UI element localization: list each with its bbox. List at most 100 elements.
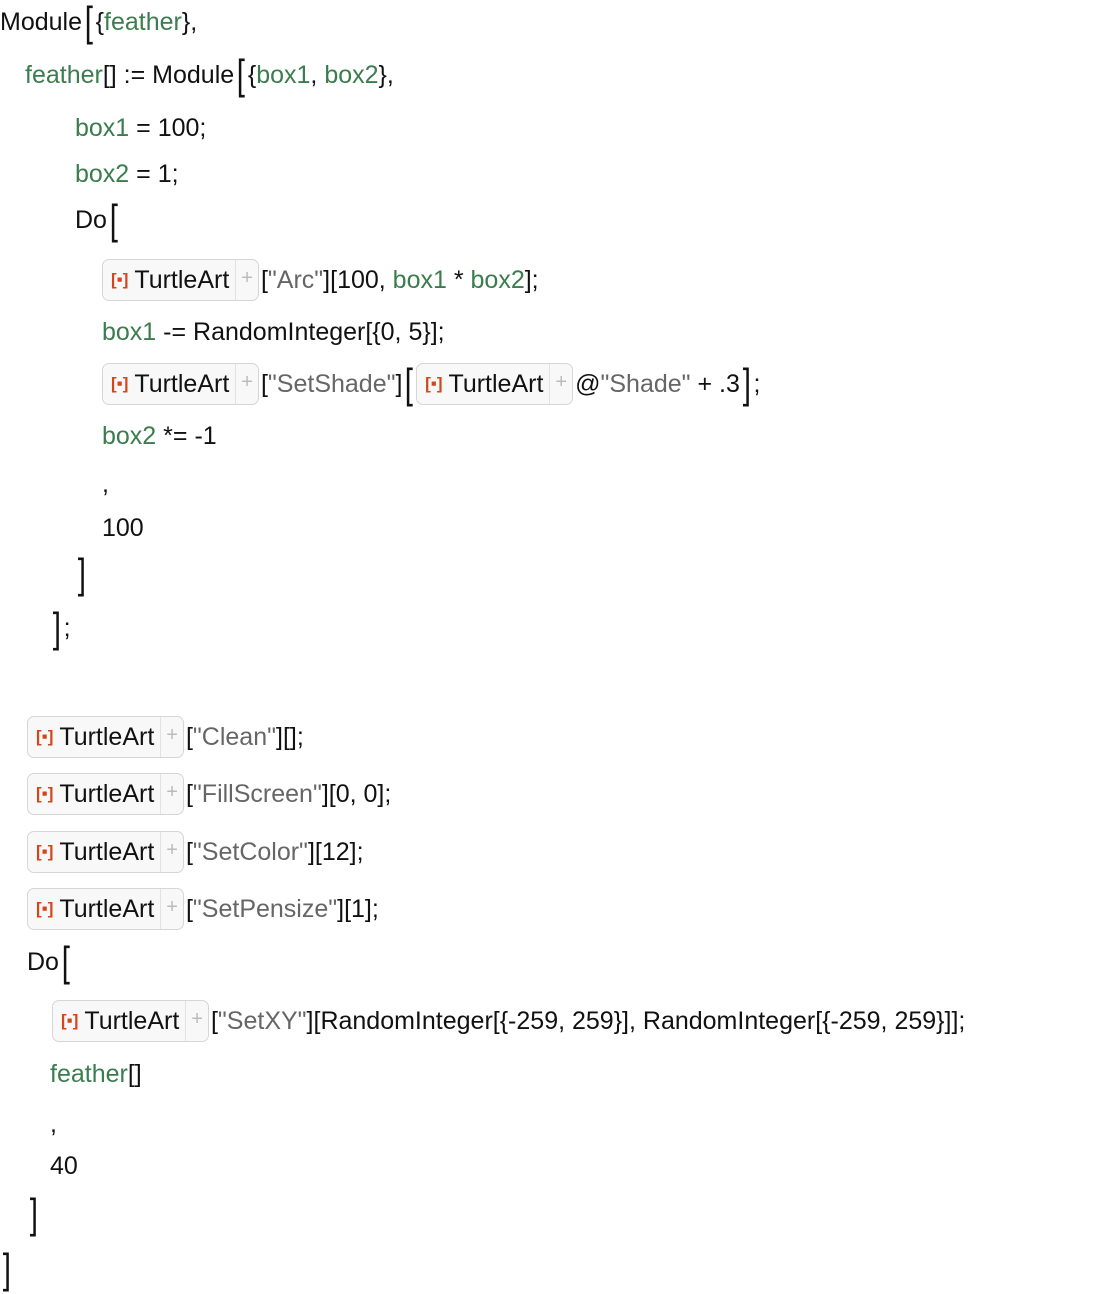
turtle-art-resource-box[interactable]: [▪]TurtleArt+ — [27, 888, 184, 930]
code-line: box2 = 1; — [75, 152, 179, 196]
code-token: = 100; — [129, 113, 207, 142]
code-line: feather[] := Module[{box1, box2}, — [25, 53, 394, 97]
code-token: *= -1 — [156, 421, 217, 450]
code-line: [▪]TurtleArt+["SetPensize"][1]; — [27, 887, 379, 931]
code-token: , — [310, 60, 325, 89]
plus-icon[interactable]: + — [185, 1001, 208, 1041]
bracket-token: [ — [109, 196, 118, 243]
code-token: ; — [63, 613, 71, 642]
code-token: [ — [185, 837, 193, 866]
turtle-art-resource-icon: [▪] — [111, 374, 129, 393]
plus-icon[interactable]: + — [160, 717, 183, 757]
string-token: "SetColor" — [192, 837, 308, 866]
code-token: ] — [395, 369, 403, 398]
code-token: * — [446, 265, 471, 294]
resource-label: TurtleArt — [59, 779, 155, 808]
code-line: ] — [75, 552, 89, 596]
code-token: Module — [0, 7, 82, 36]
code-token: { — [95, 7, 105, 36]
string-token: "SetShade" — [267, 369, 396, 398]
plus-icon[interactable]: + — [160, 889, 183, 929]
code-token: [ — [185, 894, 193, 923]
code-token: [] := Module — [102, 60, 235, 89]
code-token: { — [247, 60, 257, 89]
code-line: Do[ — [75, 198, 121, 242]
resource-label: TurtleArt — [59, 837, 155, 866]
code-token: ]; — [524, 265, 539, 294]
variable-token: box1 — [392, 265, 447, 294]
turtle-art-resource-box[interactable]: [▪] TurtleArt+ — [27, 716, 184, 758]
code-line: ] — [27, 1192, 41, 1236]
code-token: }, — [378, 60, 394, 89]
resource-label: TurtleArt — [84, 1006, 180, 1035]
code-line: 40 — [50, 1144, 78, 1188]
code-line: feather[] — [50, 1052, 142, 1096]
code-token: Do — [27, 947, 59, 976]
code-token: + .3 — [690, 369, 740, 398]
code-token: ][1]; — [337, 894, 379, 923]
code-token: ][100, — [323, 265, 393, 294]
resource-label: TurtleArt — [59, 894, 155, 923]
code-token: -= RandomInteger[{0, 5}]; — [156, 317, 445, 346]
plus-icon[interactable]: + — [235, 260, 258, 300]
variable-token: box1 — [256, 60, 311, 89]
variable-token: feather — [25, 60, 103, 89]
turtle-art-resource-box[interactable]: [▪] TurtleArt+ — [27, 773, 184, 815]
turtle-art-resource-box[interactable]: [▪] TurtleArt+ — [27, 831, 184, 873]
plus-icon[interactable]: + — [160, 832, 183, 872]
bracket-token: ] — [29, 1190, 38, 1237]
turtle-art-resource-icon: [▪] — [36, 784, 54, 803]
variable-token: box2 — [324, 60, 379, 89]
variable-token: box1 — [102, 317, 157, 346]
code-line: [▪] TurtleArt+["Clean"][]; — [27, 715, 304, 759]
code-line: [▪]TurtleArt+["SetXY"][RandomInteger[{-2… — [52, 999, 965, 1043]
plus-icon[interactable]: + — [549, 364, 572, 404]
string-token: "SetPensize" — [192, 894, 338, 923]
bracket-token: [ — [84, 0, 93, 45]
code-line: [▪]TurtleArt+["SetShade"][[▪]TurtleArt+@… — [102, 362, 761, 406]
code-token: [ — [185, 779, 193, 808]
code-token: , — [102, 469, 109, 498]
bracket-token: ] — [52, 604, 61, 651]
bracket-token: ] — [77, 550, 86, 597]
code-token: 40 — [50, 1151, 78, 1180]
turtle-art-resource-icon: [▪] — [36, 842, 54, 861]
code-token: ][12]; — [307, 837, 364, 866]
string-token: "Shade" — [600, 369, 691, 398]
plus-icon[interactable]: + — [235, 364, 258, 404]
code-line: [▪] TurtleArt+["SetColor"][12]; — [27, 830, 364, 874]
variable-token: box1 — [75, 113, 130, 142]
code-token: [ — [260, 265, 268, 294]
turtle-art-resource-box[interactable]: [▪] TurtleArt+ — [416, 363, 574, 405]
turtle-art-resource-box[interactable]: [▪]TurtleArt+ — [102, 259, 259, 301]
code-token: [ — [185, 722, 193, 751]
resource-label: TurtleArt — [59, 722, 155, 751]
turtle-art-resource-box[interactable]: [▪]TurtleArt+ — [102, 363, 259, 405]
code-token: ][0, 0]; — [321, 779, 392, 808]
variable-token: feather — [104, 7, 182, 36]
resource-label: TurtleArt — [448, 369, 544, 398]
bracket-token: [ — [61, 938, 70, 985]
string-token: "Clean" — [192, 722, 276, 751]
code-token: [] — [127, 1059, 142, 1088]
code-line: box2 *= -1 — [102, 414, 217, 458]
variable-token: feather — [50, 1059, 128, 1088]
plus-icon[interactable]: + — [160, 774, 183, 814]
code-line: box1 -= RandomInteger[{0, 5}]; — [102, 310, 445, 354]
string-token: "SetXY" — [217, 1006, 307, 1035]
bracket-token: ] — [2, 1245, 11, 1292]
string-token: "Arc" — [267, 265, 324, 294]
turtle-art-resource-icon: [▪] — [425, 374, 443, 393]
turtle-art-resource-icon: [▪] — [36, 727, 54, 746]
code-line: 100 — [102, 506, 144, 550]
code-token: = 1; — [129, 159, 179, 188]
bracket-token: ] — [742, 360, 751, 407]
code-token: ][]; — [276, 722, 304, 751]
variable-token: box2 — [102, 421, 157, 450]
code-token: 100 — [102, 513, 144, 542]
turtle-art-resource-box[interactable]: [▪]TurtleArt+ — [52, 1000, 209, 1042]
code-token: [ — [260, 369, 268, 398]
code-line: ]; — [50, 606, 71, 650]
code-token: ; — [753, 369, 761, 398]
code-line: Module[{feather}, — [0, 0, 197, 44]
